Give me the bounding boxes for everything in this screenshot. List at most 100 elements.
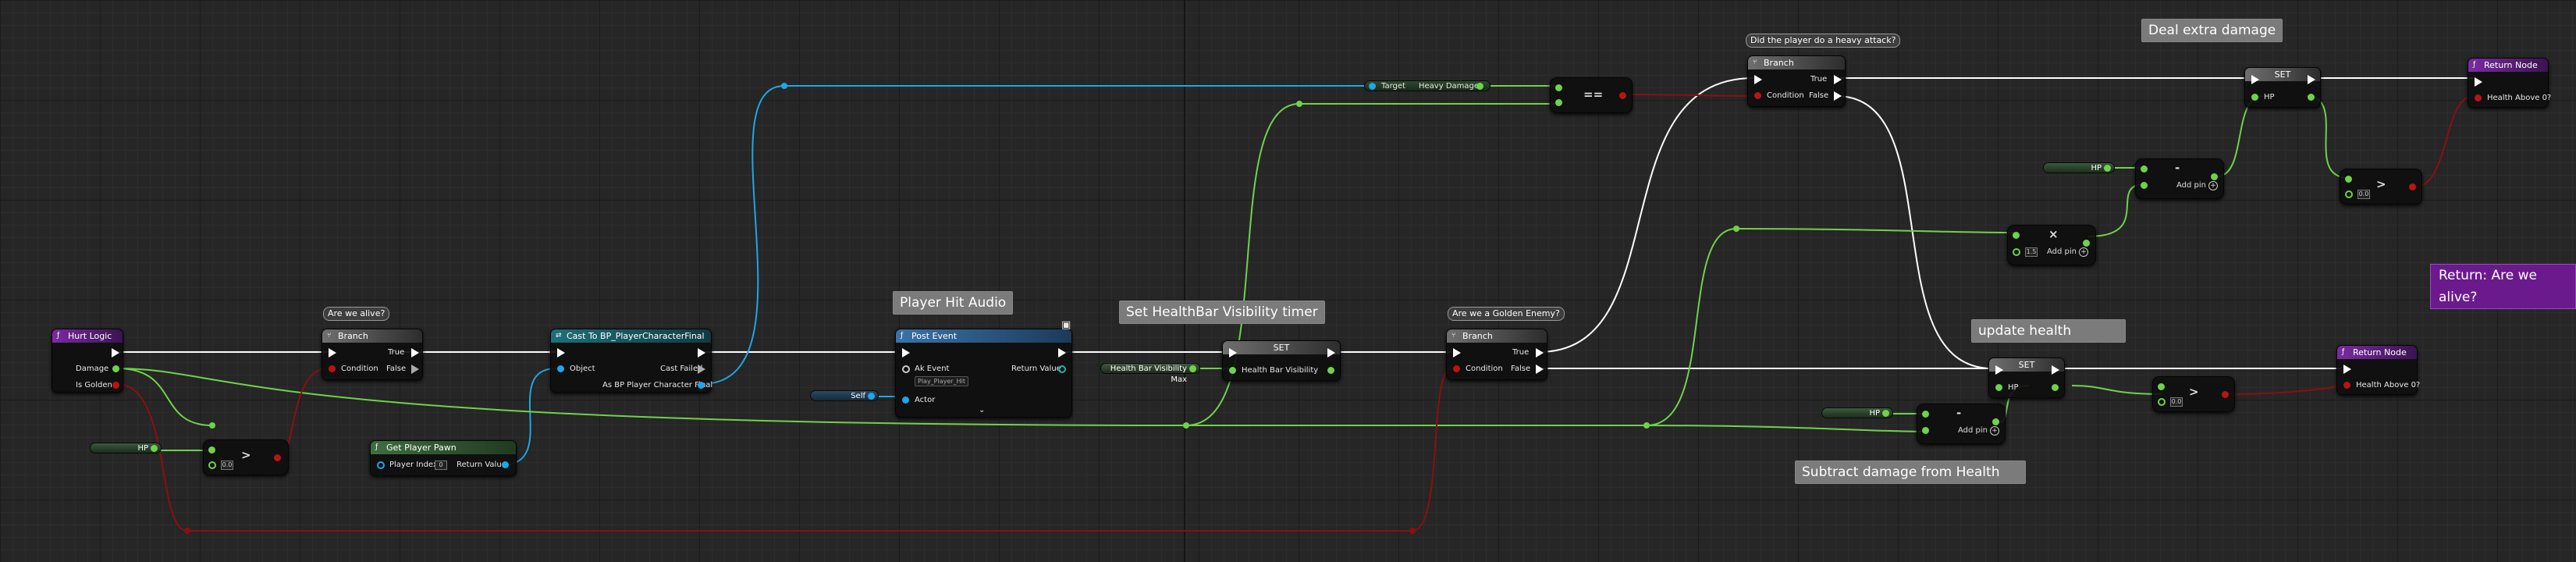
deal-extra-damage-comment[interactable]: Deal extra damage: [2141, 19, 2283, 42]
health-bar-visibility-max-pin[interactable]: [1189, 365, 1196, 372]
heavy-damage-getter[interactable]: [1364, 80, 1491, 91]
greater-than-node[interactable]: 0.0 >: [203, 439, 289, 475]
exec-out-pin[interactable]: [2308, 75, 2315, 84]
compare-result-pin[interactable]: [2222, 391, 2229, 398]
self-reference[interactable]: Self: [810, 390, 879, 401]
hp-out-pin[interactable]: [2052, 384, 2059, 391]
health-bar-visibility-max-getter[interactable]: Health Bar Visibility Max: [1100, 363, 1200, 384]
exec-in-pin[interactable]: [902, 348, 910, 357]
set-health-bar-visibility[interactable]: SET Health Bar Visibility: [1222, 340, 1341, 381]
hp-getter-pin[interactable]: [1882, 410, 1889, 417]
false-exec-pin[interactable]: [411, 365, 419, 374]
update-health-comment[interactable]: update health: [1971, 319, 2126, 343]
branch-heavy-attack[interactable]: ⑂Branch True Condition False: [1747, 55, 1846, 107]
exec-out-pin[interactable]: [112, 348, 119, 357]
heavy-attack-comment[interactable]: Did the player do a heavy attack?: [1746, 34, 1901, 48]
health-above-zero-pin[interactable]: [2475, 94, 2482, 101]
exec-in-pin[interactable]: [1995, 365, 2003, 375]
branch-golden-enemy[interactable]: ⑂Branch True Condition False: [1446, 329, 1547, 380]
ak-event-pin[interactable]: [902, 365, 910, 373]
false-exec-pin[interactable]: [1834, 91, 1842, 101]
hp-getter[interactable]: HP: [90, 443, 162, 454]
set-hp-update-health[interactable]: SET HP: [1988, 357, 2065, 398]
health-above-zero-pin[interactable]: [2343, 382, 2350, 389]
hp-getter[interactable]: HP: [2043, 162, 2115, 173]
multiply-result-pin[interactable]: [2083, 240, 2090, 247]
subtract-a-pin[interactable]: [1922, 411, 1929, 418]
compare-result-pin[interactable]: [2409, 183, 2416, 190]
actor-pin[interactable]: [902, 397, 909, 404]
subtract-a-pin[interactable]: [2141, 165, 2148, 173]
return-are-we-alive-comment[interactable]: Return: Are we alive?: [2430, 264, 2576, 309]
equals-node[interactable]: ==: [1550, 77, 1633, 113]
compare-b-value[interactable]: 0.0: [221, 461, 233, 470]
multiply-a-pin[interactable]: [2013, 232, 2020, 239]
multiply-node[interactable]: 1.5 × Add pin+: [2007, 225, 2096, 265]
exec-out-pin[interactable]: [1327, 348, 1335, 357]
compare-b-pin[interactable]: [2158, 398, 2166, 406]
exec-in-pin[interactable]: [2251, 75, 2259, 84]
subtract-node[interactable]: - Add pin+: [2135, 158, 2224, 199]
heavy-damage-pin[interactable]: [1476, 83, 1483, 90]
condition-pin[interactable]: [1453, 365, 1460, 372]
return-value-pin[interactable]: [1058, 365, 1066, 373]
true-exec-pin[interactable]: [1536, 348, 1544, 357]
health-bar-visibility-out-pin[interactable]: [1327, 367, 1334, 374]
expand-chevron-icon[interactable]: ⌄: [979, 406, 986, 414]
compare-b-value[interactable]: 0.0: [2357, 190, 2370, 199]
true-exec-pin[interactable]: [1834, 75, 1842, 84]
subtract-b-pin[interactable]: [1922, 427, 1929, 434]
compare-a-pin[interactable]: [2158, 383, 2165, 390]
greater-than-node[interactable]: 0.0 >: [2340, 169, 2422, 205]
return-value-pin[interactable]: [502, 461, 509, 468]
equals-result-pin[interactable]: [1619, 92, 1626, 99]
exec-out-pin[interactable]: [1058, 348, 1066, 357]
compare-result-pin[interactable]: [274, 454, 281, 461]
health-bar-visibility-in-pin[interactable]: [1229, 367, 1236, 374]
object-pin[interactable]: [557, 365, 564, 372]
compare-b-pin[interactable]: [208, 461, 216, 469]
hp-getter-pin[interactable]: [151, 445, 158, 452]
branch-are-we-alive-comment[interactable]: Are we alive?: [323, 307, 390, 321]
condition-pin[interactable]: [329, 365, 336, 372]
exec-in-pin[interactable]: [557, 348, 565, 357]
compare-b-value[interactable]: 0.0: [2170, 397, 2183, 407]
exec-in-pin[interactable]: [1754, 75, 1762, 84]
compare-a-pin[interactable]: [2345, 176, 2352, 183]
exec-out-pin[interactable]: [2052, 365, 2059, 375]
hp-getter-pin[interactable]: [2104, 165, 2111, 172]
as-bp-pin[interactable]: [698, 382, 705, 389]
subtract-b-pin[interactable]: [2141, 182, 2148, 189]
player-index-value[interactable]: 0: [435, 461, 447, 470]
cast-failed-pin[interactable]: [698, 365, 705, 374]
subtract-result-pin[interactable]: [1992, 418, 1999, 425]
add-pin-button[interactable]: Add pin+: [2176, 181, 2219, 190]
compare-b-pin[interactable]: [2345, 190, 2353, 198]
set-hp-extra-damage[interactable]: SET HP: [2244, 67, 2321, 108]
player-index-pin[interactable]: [377, 461, 385, 469]
false-exec-pin[interactable]: [1536, 365, 1544, 374]
subtract-result-pin[interactable]: [2211, 173, 2218, 180]
cast-to-bp-player-character-final[interactable]: ⇄Cast To BP_PlayerCharacterFinal Object …: [550, 329, 712, 393]
exec-in-pin[interactable]: [329, 348, 336, 357]
exec-in-pin[interactable]: [2475, 77, 2482, 87]
are-we-golden-enemy-comment[interactable]: Are we a Golden Enemy?: [1448, 307, 1565, 321]
branch-are-we-alive[interactable]: ⑂Branch True Condition False: [322, 329, 423, 380]
subtract-damage-comment[interactable]: Subtract damage from Health: [1795, 461, 2026, 484]
self-pin[interactable]: [868, 393, 875, 400]
hp-getter[interactable]: HP: [1821, 407, 1893, 418]
multiply-b-value[interactable]: 1.5: [2025, 247, 2038, 257]
equals-b-pin[interactable]: [1555, 99, 1562, 106]
is-golden-pin[interactable]: [112, 382, 119, 389]
compare-a-pin[interactable]: [208, 446, 215, 454]
equals-a-pin[interactable]: [1555, 84, 1562, 91]
hp-in-pin[interactable]: [2251, 94, 2258, 101]
damage-pin[interactable]: [112, 365, 119, 372]
condition-pin[interactable]: [1754, 92, 1761, 99]
greater-than-node[interactable]: 0.0 >: [2152, 376, 2235, 412]
exec-in-pin[interactable]: [2343, 365, 2351, 374]
exec-out-pin[interactable]: [698, 348, 705, 357]
